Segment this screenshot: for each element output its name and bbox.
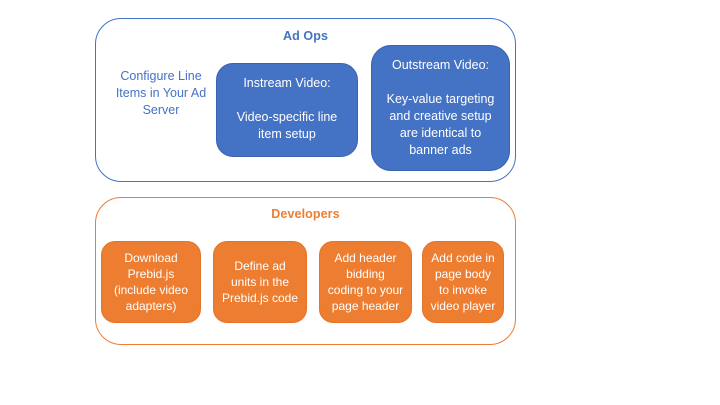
outstream-video-heading: Outstream Video: (391, 58, 490, 72)
instream-video-body: Video-specific line item setup (236, 110, 338, 141)
developers-panel-title: Developers (271, 207, 340, 221)
instream-video-heading: Instream Video: (243, 76, 331, 90)
outstream-video-body: Key-value targeting and creative setup a… (386, 92, 495, 157)
developers-panel: Developers Download Prebid.js (include v… (95, 197, 516, 345)
ad-ops-side-note: Configure Line Items in Your Ad Server (115, 69, 207, 117)
dev-step-add-header-bidding: Add header bidding coding to your page h… (319, 241, 412, 323)
dev-step-define-ad-units: Define ad units in the Prebid.js code (213, 241, 307, 323)
ad-ops-panel-title: Ad Ops (282, 29, 329, 43)
outstream-video-spacer (380, 74, 501, 91)
instream-video-spacer (225, 92, 349, 109)
ad-ops-panel: Ad Ops Configure Line Items in Your Ad S… (95, 18, 516, 182)
outstream-video-box: Outstream Video: Key-value targeting and… (371, 45, 510, 171)
dev-step-download-prebid: Download Prebid.js (include video adapte… (101, 241, 201, 323)
dev-step-add-page-body-code: Add code in page body to invoke video pl… (422, 241, 504, 323)
instream-video-box: Instream Video: Video-specific line item… (216, 63, 358, 157)
